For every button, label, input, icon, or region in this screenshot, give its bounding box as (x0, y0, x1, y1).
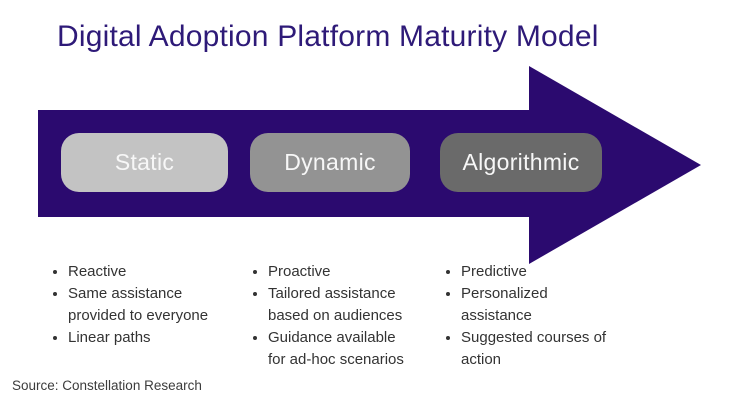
list-item: Linear paths (68, 327, 263, 349)
dynamic-features-list: Proactive Tailored assistance based on a… (248, 261, 468, 371)
source-attribution: Source: Constellation Research (12, 378, 202, 393)
algorithmic-features-list: Predictive Personalized assistance Sugge… (441, 261, 671, 371)
list-item: Guidance available for ad-hoc scenarios (268, 327, 468, 371)
stage-static: Static (61, 133, 228, 192)
list-item: Predictive (461, 261, 671, 283)
page-title: Digital Adoption Platform Maturity Model (57, 20, 599, 53)
stage-algorithmic-label: Algorithmic (462, 149, 580, 175)
list-item: Same assistance provided to everyone (68, 283, 263, 327)
stage-algorithmic: Algorithmic (440, 133, 602, 192)
list-item: Proactive (268, 261, 468, 283)
static-features-list: Reactive Same assistance provided to eve… (48, 261, 263, 349)
list-item: Reactive (68, 261, 263, 283)
stage-dynamic-label: Dynamic (284, 149, 376, 175)
list-item: Suggested courses of action (461, 327, 671, 371)
stage-static-label: Static (114, 149, 175, 175)
stage-dynamic: Dynamic (250, 133, 410, 192)
list-item: Tailored assistance based on audiences (268, 283, 468, 327)
list-item: Personalized assistance (461, 283, 671, 327)
